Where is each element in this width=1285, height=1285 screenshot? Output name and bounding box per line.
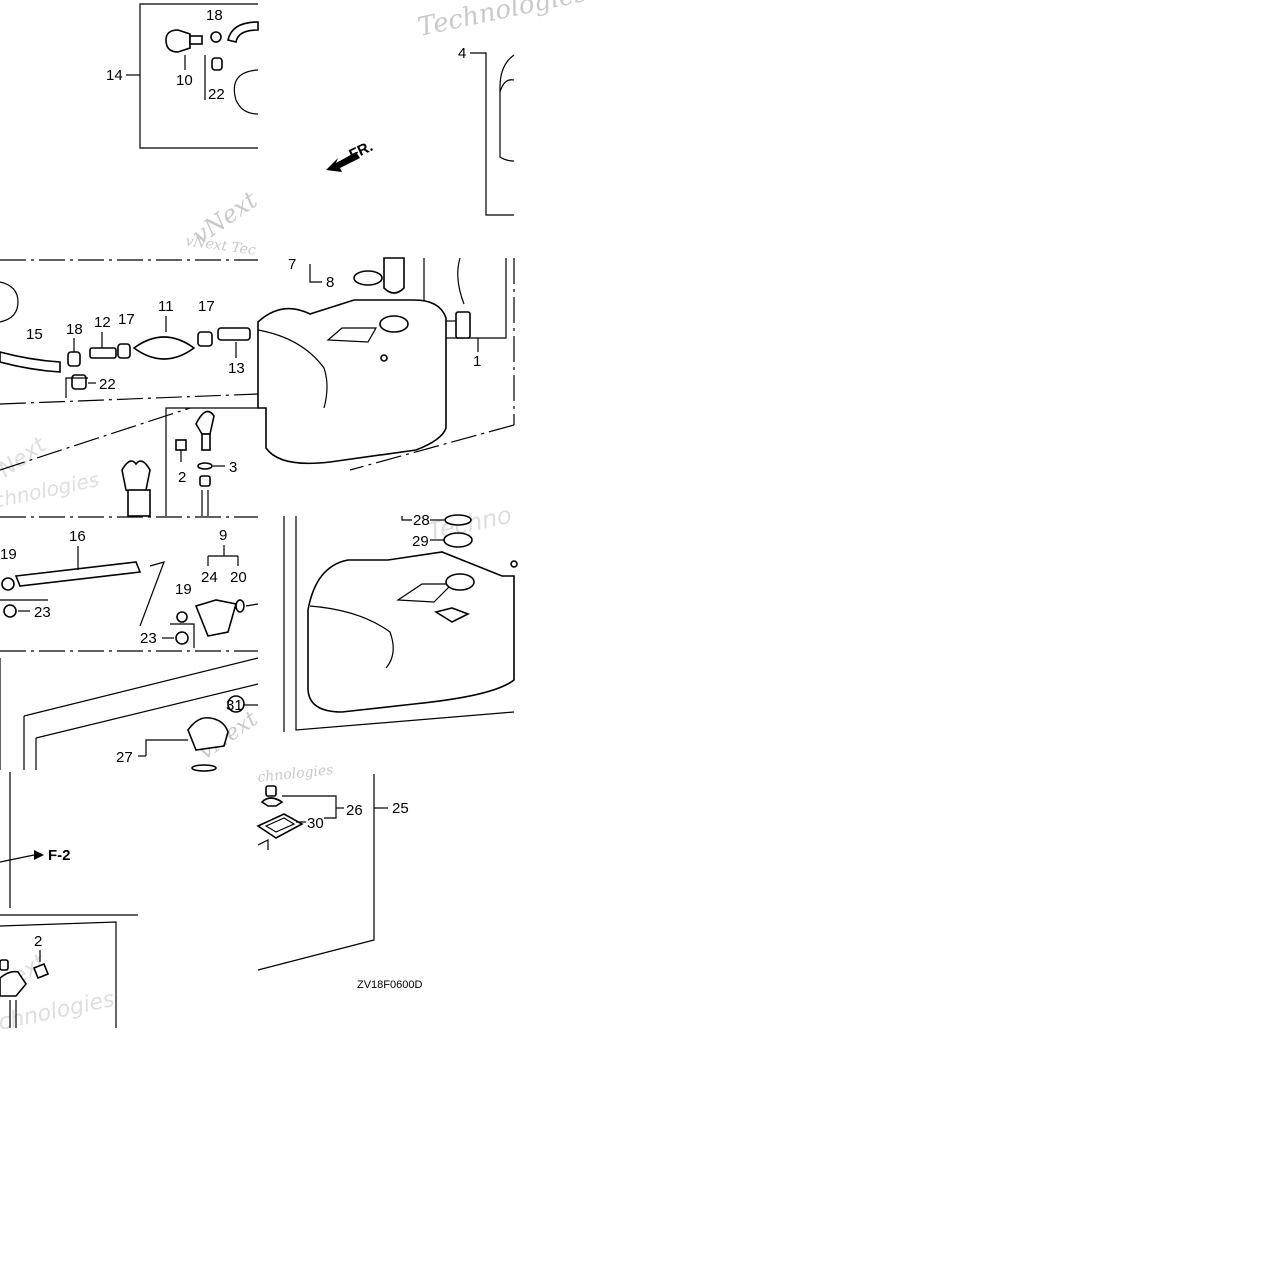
callout-11: 11 — [158, 298, 174, 315]
callout-19: 19 — [0, 546, 17, 563]
tile-fitting: 2 — [0, 921, 117, 1028]
callout-23: 23 — [34, 604, 51, 621]
callout-22: 22 — [208, 86, 225, 103]
watermark: vNext Tec — [184, 233, 256, 259]
callout-17: 17 — [118, 311, 135, 328]
ref-arrow-label: F-2 — [48, 847, 71, 864]
callout-13: 13 — [228, 360, 245, 377]
callout-18: 18 — [66, 321, 83, 338]
tile-fuel-tank: 7 8 5 1 — [257, 256, 515, 471]
callout-7: 7 — [288, 256, 296, 273]
callout-24: 24 — [201, 569, 218, 586]
fuel-tank-2 — [307, 551, 515, 713]
callout-1: 1 — [473, 353, 481, 370]
callout-8: 8 — [326, 274, 334, 291]
tile-fuel-cap: 31 27 — [0, 657, 259, 772]
watermark: Technologies — [415, 0, 590, 43]
callout-2: 2 — [178, 469, 186, 486]
callout-22: 22 — [99, 376, 116, 393]
tile-fuel-line: 15 18 12 17 11 17 13 22 2 3 — [0, 259, 259, 517]
tile-fuel-tank-2: 28 29 — [283, 512, 518, 732]
callout-2: 2 — [34, 933, 42, 950]
callout-12: 12 — [94, 314, 111, 331]
tile-front: FR. 4 — [326, 45, 515, 216]
callout-28: 28 — [413, 512, 430, 529]
fuel-tank-1 — [257, 299, 447, 465]
callout-19: 19 — [175, 581, 192, 598]
tile-reference: F-2 — [0, 772, 138, 916]
callout-26: 26 — [346, 802, 363, 819]
callout-18: 18 — [206, 7, 223, 24]
watermark: chnologies — [257, 762, 334, 786]
watermarks: Technologies vNext vNext Tec chnologies … — [0, 0, 590, 1036]
callout-10: 10 — [176, 72, 193, 89]
callout-29: 29 — [412, 533, 429, 550]
callout-4: 4 — [458, 45, 466, 62]
front-arrow-icon — [326, 152, 360, 172]
callout-9: 9 — [219, 527, 227, 544]
tile-hose-16: 19 16 23 9 24 20 19 23 — [0, 516, 259, 652]
drawing-code: ZV18F0600D — [357, 979, 422, 991]
callout-27: 27 — [116, 749, 133, 766]
callout-15: 15 — [26, 326, 43, 343]
callout-23: 23 — [140, 630, 157, 647]
callout-31: 31 — [226, 697, 243, 714]
callout-16: 16 — [69, 528, 86, 545]
callout-14: 14 — [106, 67, 123, 84]
tile-gauge: 26 30 25 ZV18F0600D — [256, 774, 422, 991]
callout-17: 17 — [198, 298, 215, 315]
callout-30: 30 — [307, 815, 324, 832]
callout-20: 20 — [230, 569, 247, 586]
front-arrow-label: FR. — [347, 138, 376, 164]
watermark: Next — [0, 432, 52, 483]
callout-3: 3 — [229, 459, 237, 476]
tile-hose-joint: 14 10 18 22 — [106, 3, 259, 149]
callout-25: 25 — [392, 800, 409, 817]
